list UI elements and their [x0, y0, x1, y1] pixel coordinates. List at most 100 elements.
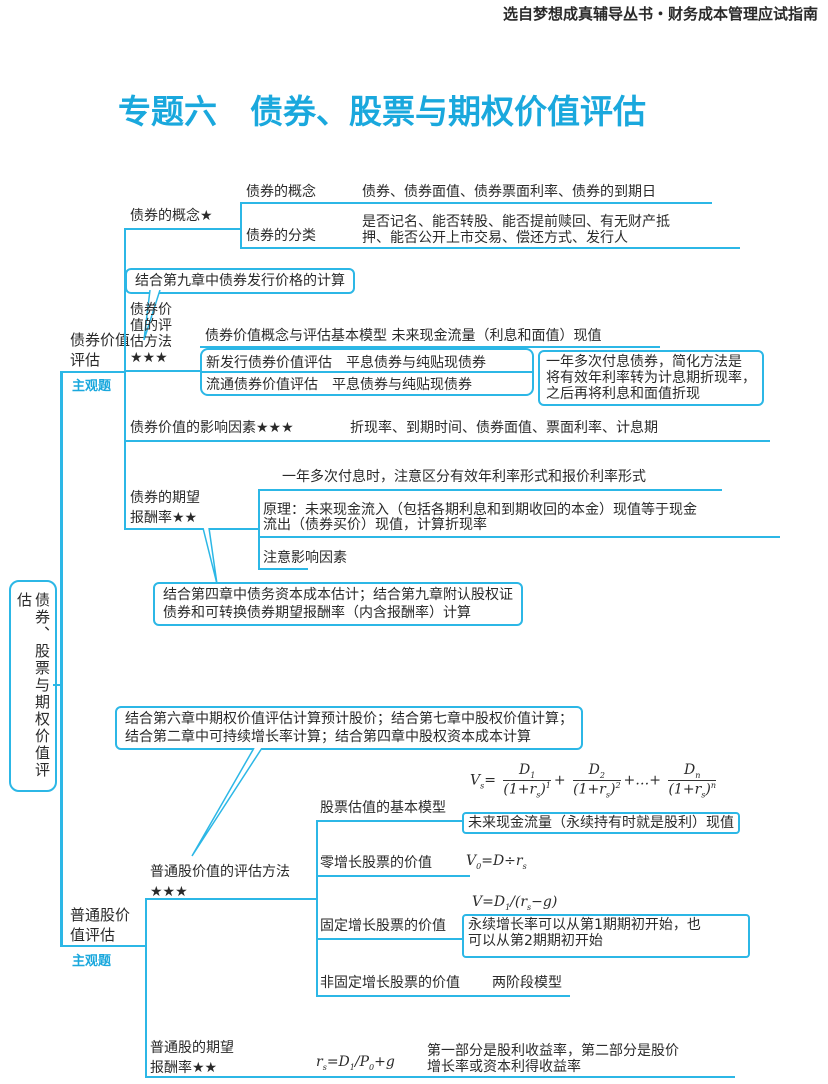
root-spine — [60, 372, 63, 946]
text: 1 — [530, 770, 536, 780]
text: = — [484, 772, 496, 789]
bond-concept-label: 债券的概念★ — [130, 208, 213, 224]
text: 可以从第2期期初开始 — [468, 933, 603, 949]
zero-growth-label: 零增长股票的价值 — [320, 855, 432, 871]
text: 结合第四章中债务资本成本估计；结合第九章附认股权证 — [163, 587, 513, 603]
text: V — [466, 853, 477, 869]
text: 估方法 — [130, 334, 172, 350]
text: (1+r — [503, 781, 537, 798]
text: s — [522, 861, 527, 871]
connector — [316, 820, 464, 822]
text: 将有效年利率转为计息期折现率， — [546, 370, 756, 386]
text: 债券和可转换债券期望报酬率（内含报酬率）计算 — [163, 605, 471, 621]
connector — [258, 489, 260, 569]
text: 债券价 — [130, 302, 172, 318]
text: 新发行债券价值评估 — [206, 355, 332, 371]
text: 永续增长率可以从第1期期初开始，也 — [468, 917, 701, 933]
text: =D — [326, 1054, 350, 1070]
nonconstant-growth-label: 非固定增长股票的价值 — [320, 975, 460, 991]
root-label: 债券、股票与期权价值评估 — [15, 592, 51, 779]
text: 2 — [615, 780, 621, 790]
text: s — [536, 790, 541, 800]
divider — [202, 371, 532, 373]
text: 平息债券与纯贴现债券 — [346, 355, 486, 371]
connector — [145, 1076, 735, 1078]
bond-method-label: 债券价 值的评 估方法 ★★★ — [130, 302, 172, 366]
bond-factors-value: 折现率、到期时间、债券面值、票面利率、计息期 — [350, 420, 658, 436]
connector — [124, 228, 240, 230]
text: D — [518, 762, 531, 778]
bond-return-item: 流出（债券买价）现值，计算折现率 — [263, 517, 487, 533]
text: 0 — [369, 1062, 375, 1072]
text: n — [695, 770, 701, 780]
text: D — [684, 762, 696, 778]
stock-basic-model-label: 股票估值的基本模型 — [320, 800, 446, 816]
row-new-issue: 新发行债券价值评估 平息债券与纯贴现债券 — [206, 352, 486, 372]
bond-classification-label: 债券的分类 — [246, 228, 316, 244]
connector — [240, 202, 712, 204]
bond-return-label: 债券的期望 报酬率★★ — [130, 488, 200, 528]
text: ) — [540, 781, 546, 798]
constant-growth-formula: V=D1/(rs−g) — [472, 894, 557, 912]
text: s — [701, 790, 706, 800]
text: 报酬率★★ — [150, 1060, 218, 1076]
stock-branch-line — [60, 945, 146, 947]
text: s — [605, 790, 610, 800]
constant-growth-note: 永续增长率可以从第1期期初开始，也 可以从第2期期初开始 — [462, 914, 750, 958]
book-series-header: 选自梦想成真辅导丛书・财务成本管理应试指南 — [502, 5, 818, 23]
callout-stock: 结合第六章中期权价值评估计算预计股价；结合第七章中股权价值计算； 结合第二章中可… — [115, 706, 583, 750]
text: r — [316, 1054, 323, 1070]
text: +…+ — [623, 772, 662, 789]
text: (1+r — [668, 781, 702, 798]
bond-branch-line — [60, 371, 126, 373]
stars: ★★★ — [150, 884, 188, 900]
text: 债券的期望 — [130, 490, 200, 506]
stars: ★★★ — [130, 350, 168, 366]
bond-concept-item-label: 债券的概念 — [246, 184, 316, 200]
text: 普通股的期望 — [150, 1040, 234, 1056]
text: 第一部分是股利收益率，第二部分是股价 — [427, 1043, 679, 1059]
text: (1+r — [573, 781, 606, 798]
connector — [316, 995, 570, 997]
bond-classification-value: 是否记名、能否转股、能否提前赎回、有无财产抵 — [362, 214, 670, 230]
connector — [258, 536, 780, 538]
text: 1 — [545, 780, 551, 790]
text: 报酬率★★ — [130, 510, 198, 526]
stock-spine — [145, 898, 147, 1078]
bond-basic-model: 债券价值概念与评估基本模型 未来现金流量（利息和面值）现值 — [205, 328, 602, 344]
bond-factors-label: 债券价值的影响因素★★★ — [130, 420, 294, 436]
connector — [316, 938, 464, 940]
connector — [240, 247, 740, 249]
row-circulating: 流通债券价值评估 平息债券与纯贴现债券 — [206, 374, 472, 394]
subjective-tag: 主观题 — [72, 379, 112, 394]
text: s — [322, 1062, 327, 1072]
connector — [258, 568, 308, 570]
bond-spine — [124, 228, 126, 530]
stock-basic-formula: Vs= D1(1+rs)1+ D2(1+rs)2+…+ Dn(1+rs)n — [470, 762, 719, 799]
connector — [316, 820, 318, 996]
page-title: 专题六 债券、股票与期权价值评估 — [118, 92, 646, 131]
bond-method-note: 一年多次付息债券，简化方法是 将有效年利率转为计息期折现率， 之后再将利息和面值… — [538, 350, 764, 406]
connector — [240, 202, 242, 248]
text: s — [527, 902, 532, 912]
bond-classification-value: 押、能否公开上市交易、偿还方式、发行人 — [362, 230, 628, 246]
text: 结合第二章中可持续增长率计算；结合第四章中股权资本成本计算 — [125, 729, 531, 745]
bond-concept-item-value: 债券、债券面值、债券票面利率、债券的到期日 — [362, 184, 656, 200]
constant-growth-label: 固定增长股票的价值 — [320, 918, 446, 934]
connector — [124, 528, 260, 530]
text: /P — [354, 1054, 370, 1070]
bond-return-item: 注意影响因素 — [263, 550, 347, 566]
callout-pointer — [191, 748, 263, 857]
text: 2 — [599, 770, 605, 780]
root-to-spine — [53, 684, 61, 686]
stock-return-label: 普通股的期望 报酬率★★ — [150, 1038, 234, 1078]
text: 1 — [349, 1062, 355, 1072]
connector — [200, 346, 660, 348]
connector — [145, 898, 317, 900]
bond-valuation-label: 债券价值评估 — [70, 330, 134, 370]
nonconstant-growth-value: 两阶段模型 — [492, 975, 562, 991]
callout-pointer — [143, 290, 161, 341]
text: n — [710, 780, 716, 790]
text: V=D — [472, 894, 506, 910]
bond-return-item: 一年多次付息时，注意区分有效年利率形式和报价利率形式 — [282, 469, 646, 485]
